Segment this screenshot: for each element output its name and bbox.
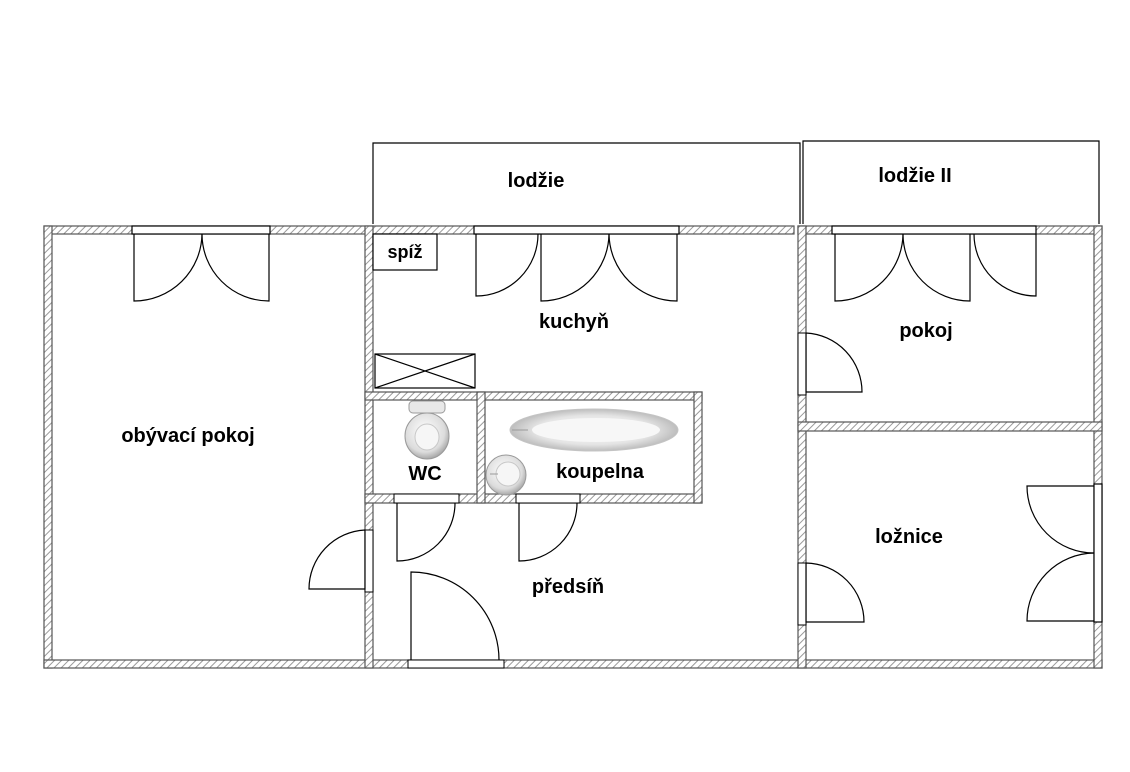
room-label-kuchyn: kuchyň: [539, 311, 609, 333]
washbasin-icon: [485, 454, 527, 496]
pantry-box: [372, 233, 438, 271]
room-label-koupelna: koupelna: [556, 461, 645, 483]
door-openings: [364, 332, 807, 669]
bathtub-icon: [509, 408, 679, 452]
room-label-pokoj: pokoj: [899, 320, 952, 342]
windows: [131, 225, 1103, 623]
window-swings: [133, 233, 1095, 622]
loggia-frames: [372, 140, 1100, 224]
kitchen-unit: [374, 353, 476, 389]
toilet-icon: [404, 400, 450, 460]
room-label-obyvaci-pokoj: obývací pokoj: [121, 425, 254, 447]
room-label-predsin: předsíň: [532, 576, 604, 598]
room-label-loznice: ložnice: [875, 526, 943, 548]
room-label-lodzie-ii: lodžie II: [878, 165, 951, 187]
room-label-lodzie: lodžie: [508, 170, 565, 192]
walls: [43, 225, 1103, 669]
door-swings: [308, 332, 865, 661]
room-label-spiz: spíž: [387, 242, 422, 262]
room-label-wc: WC: [408, 463, 441, 485]
